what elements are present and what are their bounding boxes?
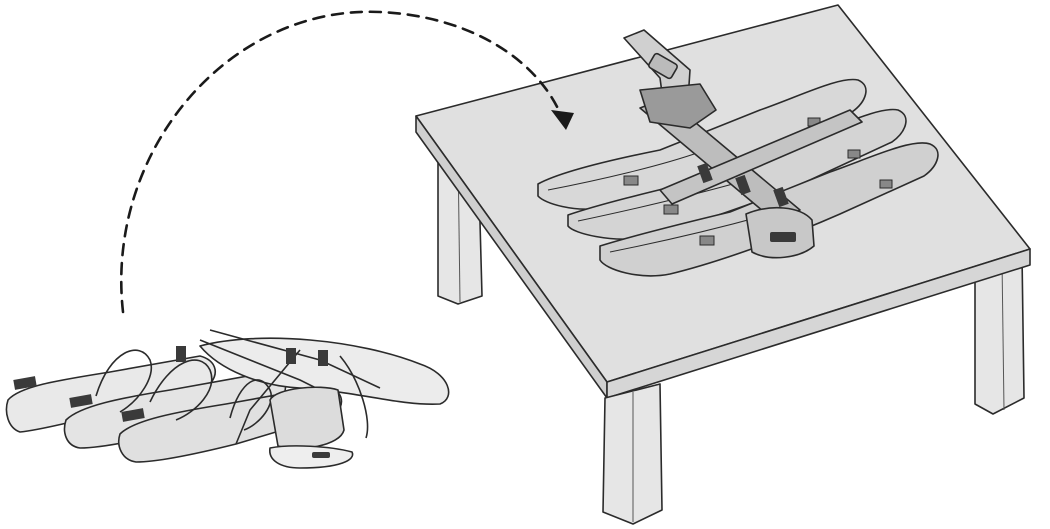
folded-ratchets xyxy=(13,346,328,422)
hitch-joint xyxy=(639,83,717,129)
ratchet-arms xyxy=(697,162,789,208)
dashed-curved-arrow-icon xyxy=(120,10,574,314)
folded-hitch-slot xyxy=(312,452,330,458)
arrow-path xyxy=(120,10,565,314)
unfolded-bike-rack xyxy=(537,29,939,277)
table-edge-right xyxy=(606,248,1031,399)
folded-hitch-base xyxy=(269,445,354,469)
folded-hitch-block xyxy=(269,386,345,450)
arrow-head xyxy=(551,110,574,130)
handle-grip xyxy=(770,232,796,242)
table xyxy=(415,4,1031,525)
hitch-knob xyxy=(648,52,678,80)
folded-bike-rack xyxy=(5,329,450,469)
